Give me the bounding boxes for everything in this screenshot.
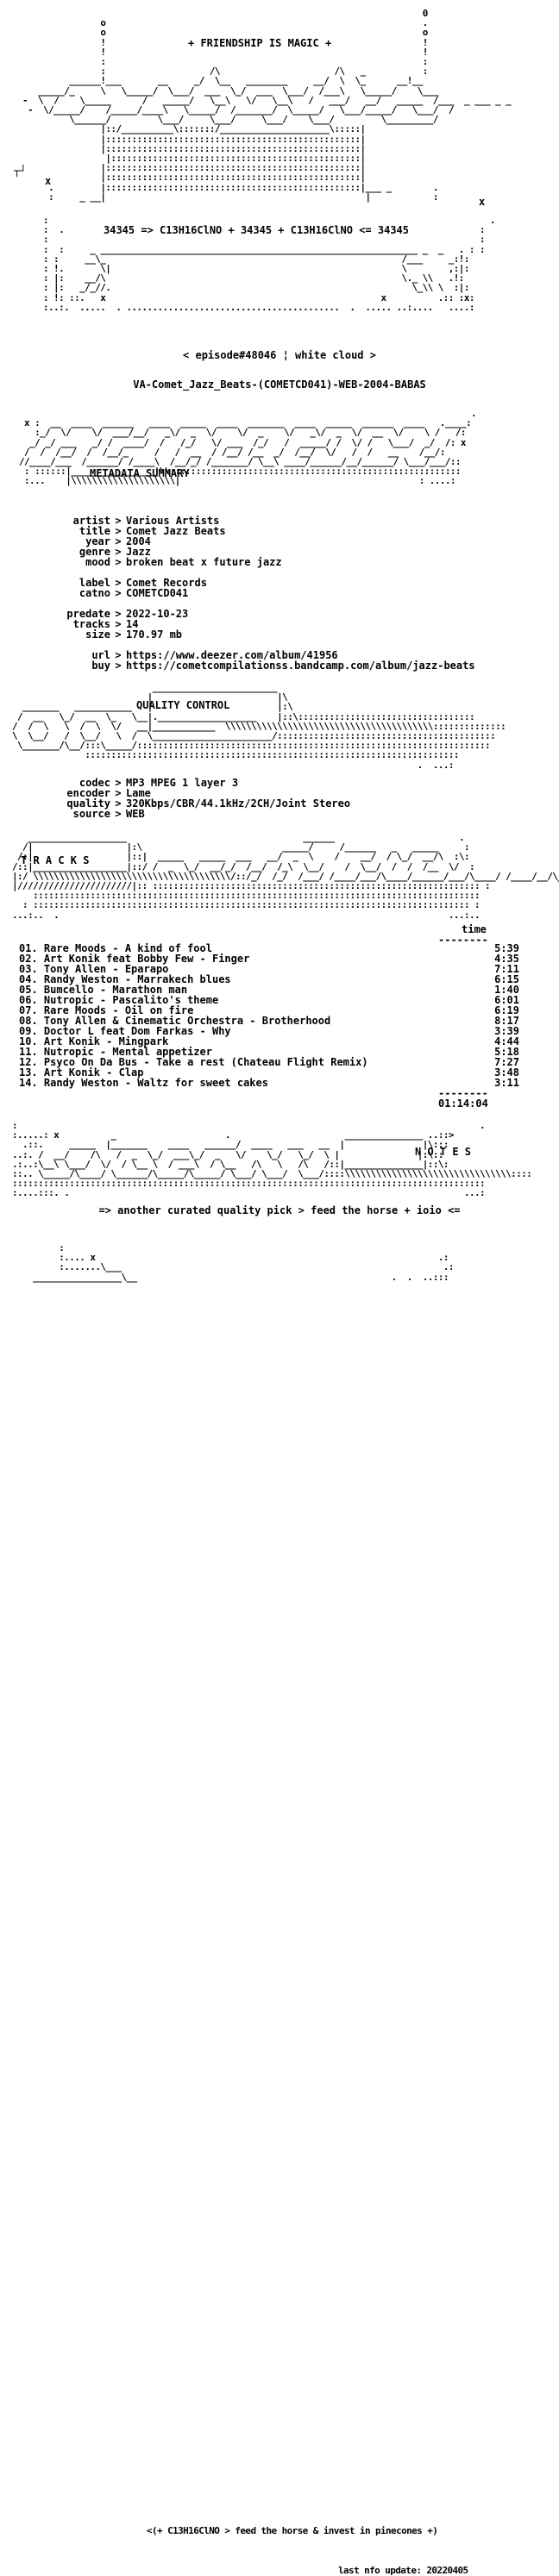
quality-block: codec>MP3 MPEG 1 layer 3 encoder>Lame qu…: [38, 778, 350, 819]
header-tagline: + FRIENDSHIP IS MAGIC +: [188, 37, 332, 49]
time-column-header: time: [462, 923, 487, 935]
metadata-row-buy: buy>https://cometcompilationss.bandcamp.…: [91, 660, 475, 672]
metadata-row-predate: predate>2022-10-23: [66, 608, 189, 620]
quality-row-encoder: encoder>Lame: [66, 787, 151, 799]
footer-motto: <(+ C13H16ClNO > feed the horse & invest…: [147, 2525, 438, 2536]
notes-ascii-art: : . :.....: x _ . _______________ ..::> …: [12, 1120, 532, 1199]
metadata-row-genre: genre>Jazz: [79, 546, 151, 558]
metadata-row-mood: mood>broken beat x future jazz: [85, 556, 282, 568]
left-x: x: [45, 175, 52, 187]
quality-section-label: QUALITY CONTROL: [136, 699, 230, 711]
metadata-section-label: METADATA SUMMARY: [90, 467, 190, 479]
metadata-ascii-art: . x : __ ____ ______ ____ _____ ____ ___…: [19, 408, 477, 487]
metadata-row-artist: artist>Various Artists: [72, 515, 220, 527]
notes-text: => another curated quality pick > feed t…: [98, 1204, 461, 1216]
album-url-link[interactable]: https://www.deezer.com/album/41956: [126, 649, 338, 661]
metadata-row-year: year>2004: [85, 535, 151, 547]
notes-section-label: N O T E S: [415, 1146, 472, 1158]
header-base-art: : . : . : :: [43, 215, 496, 313]
time-header-rule: --------: [438, 934, 488, 946]
track-row: 12. Psyco On Da Bus - Take a rest (Chate…: [19, 1056, 519, 1068]
track-row: 14. Randy Weston - Waltz for sweet cakes…: [19, 1077, 519, 1089]
track-row: 08. Tony Allen & Cinematic Orchestra - B…: [19, 1015, 519, 1027]
metadata-row-catno: catno>COMETCD041: [79, 587, 189, 599]
left-mark: ┬┘: [14, 165, 27, 177]
metadata-block: artist>Various Artists title>Comet Jazz …: [38, 515, 475, 672]
total-rule: --------: [438, 1087, 488, 1099]
quality-row-quality: quality>320Kbps/CBR/44.1kHz/2CH/Joint St…: [66, 797, 351, 810]
nfo-document: 0 o . o o !: [12, 8, 559, 2576]
metadata-row-title: title>Comet Jazz Beats: [79, 525, 226, 537]
episode-line: < episode#48046 ¦ white cloud >: [183, 349, 376, 361]
quality-ascii-art: ________________________ | |\ _______ __…: [12, 682, 506, 771]
last-update: last nfo update: 20220405: [338, 2565, 468, 2576]
footer-ascii-art: : :.... x .: :.......\___ .: ___________…: [33, 1242, 468, 2576]
metadata-row-label: label>Comet Records: [79, 577, 207, 589]
tracks-ascii-art: ___________________ ______ . /| |:\ ____…: [12, 832, 559, 921]
metadata-row-tracks: tracks>14: [72, 618, 139, 630]
header-ascii-art: 0 o . o o !: [22, 8, 512, 203]
buy-url-link[interactable]: https://cometcompilationss.bandcamp.com/…: [126, 660, 475, 672]
tracks-section-label: T R A C K S: [21, 854, 90, 866]
metadata-row-size: size>170.97 mb: [85, 628, 183, 641]
release-name: VA-Comet_Jazz_Beats-(COMETCD041)-WEB-200…: [133, 378, 426, 391]
quality-row-source: source>WEB: [72, 808, 145, 820]
formula-line: 34345 => C13H16ClNO + 34345 + C13H16ClNO…: [104, 224, 410, 236]
quality-row-codec: codec>MP3 MPEG 1 layer 3: [79, 777, 239, 789]
metadata-row-url: url>https://www.deezer.com/album/41956: [91, 649, 338, 661]
right-x: x: [479, 196, 486, 208]
total-time: 01:14:04: [438, 1097, 488, 1110]
